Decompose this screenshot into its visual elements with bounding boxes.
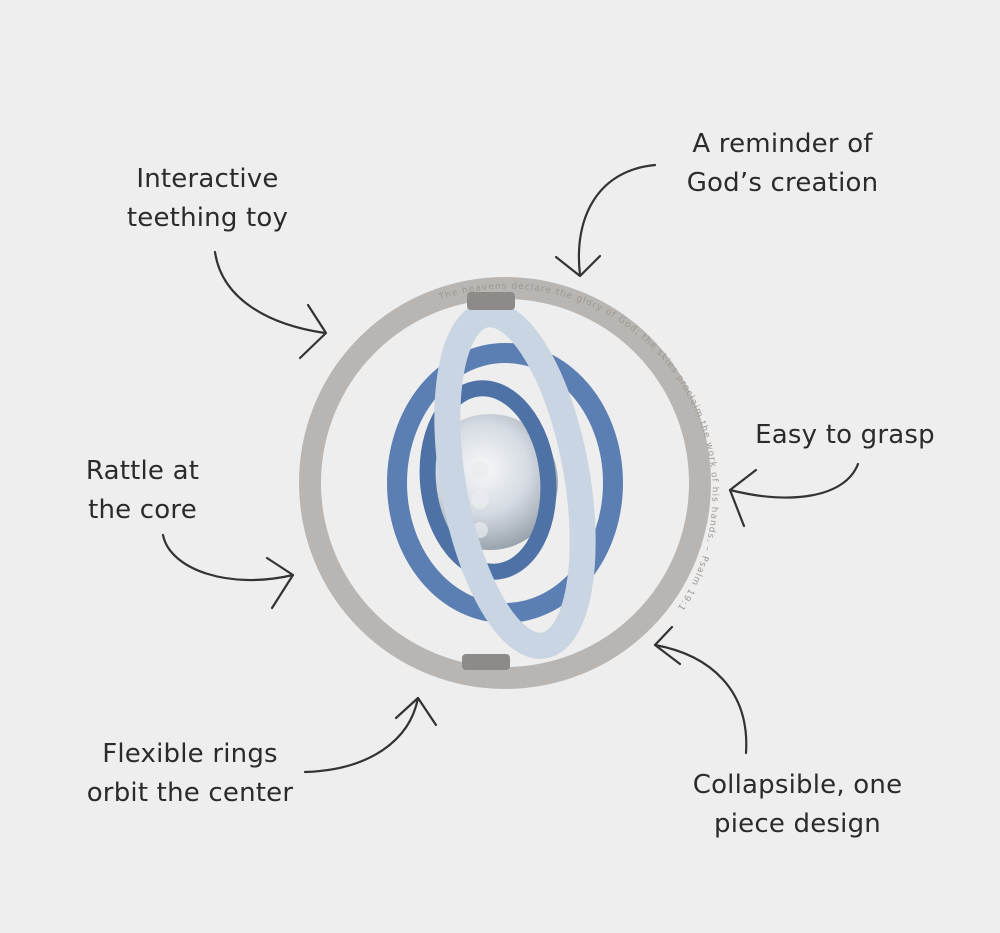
arrow-rattle [161, 533, 295, 582]
arrow-grasp [728, 462, 860, 499]
callout-line: Interactive [136, 164, 279, 194]
callout-line: God’s creation [686, 168, 879, 198]
callout-easy-to-grasp: Easy to grasp [735, 416, 955, 455]
callout-interactive-teething-toy: Interactive teething toy [105, 160, 310, 238]
rattle-bead [471, 461, 489, 479]
callout-line: Easy to grasp [755, 420, 935, 450]
arrow-reminder [577, 163, 657, 277]
callout-line: Collapsible, one [692, 770, 903, 800]
arrowhead-reminder [554, 254, 602, 278]
callout-line: A reminder of [692, 129, 873, 159]
callout-collapsible-design: Collapsible, one piece design [660, 766, 935, 844]
callout-line: teething toy [126, 203, 289, 233]
callout-line: orbit the center [86, 778, 294, 808]
arrowhead-interactive [298, 303, 328, 360]
callout-line: the core [88, 495, 197, 525]
outer-ring [299, 277, 711, 689]
callout-flexible-rings: Flexible rings orbit the center [65, 735, 315, 813]
hinge-top [467, 292, 515, 310]
callout-line: Flexible rings [102, 739, 278, 769]
arrowhead-collapsible [653, 625, 682, 666]
arrowhead-flexible [394, 696, 438, 727]
callout-line: Rattle at [85, 456, 200, 486]
callout-line: piece design [714, 809, 881, 839]
arrow-collapsible [653, 643, 748, 755]
arrow-flexible [303, 696, 420, 774]
arrowhead-rattle [265, 556, 295, 610]
callout-reminder-of-creation: A reminder of God’s creation [660, 125, 905, 203]
arrowhead-grasp [728, 468, 758, 528]
arrow-interactive [213, 250, 327, 335]
callout-rattle-at-core: Rattle at the core [55, 452, 230, 530]
hinge-bottom [462, 654, 510, 670]
rattle-bead [471, 491, 489, 509]
light-blue-ring [434, 301, 596, 659]
dark-blue-ring [419, 380, 557, 580]
